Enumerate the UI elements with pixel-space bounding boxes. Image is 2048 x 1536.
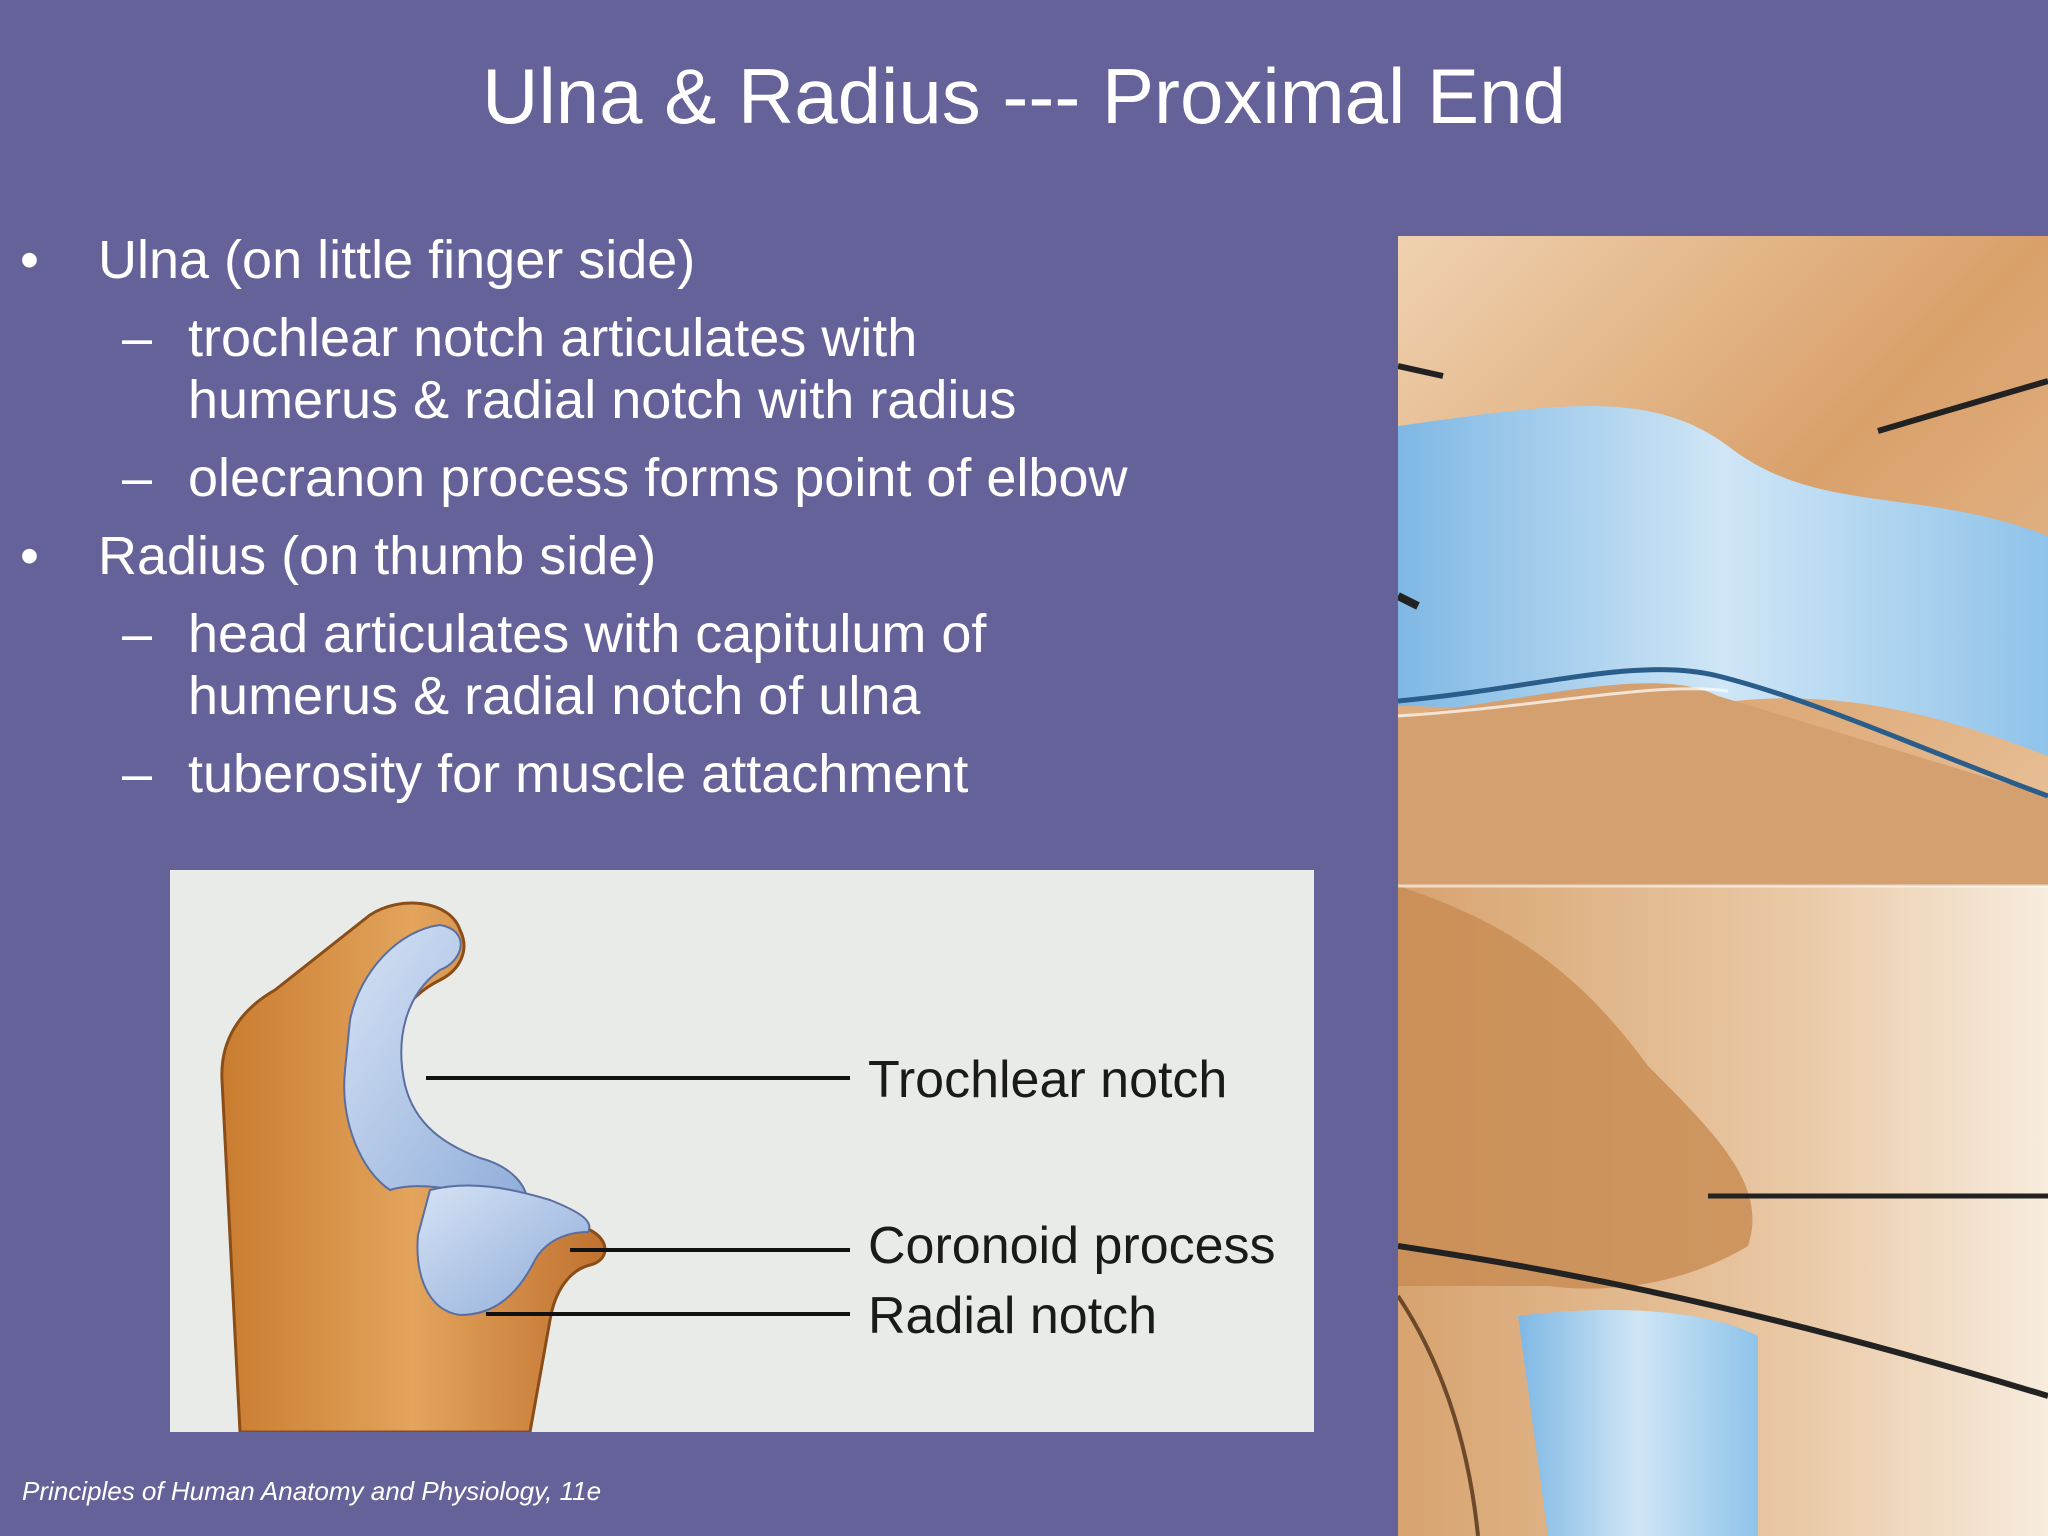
dash-mark: – [122,308,153,368]
dash-mark: – [122,448,153,508]
ulna-illustration [220,901,850,1432]
elbow-photo-art [1398,236,2048,1536]
radial-cartilage [416,1184,591,1317]
sub-bullet-text: trochlear notch articulates with [188,308,918,368]
dash-mark: – [122,604,153,664]
sub-bullet-text: humerus & radial notch of ulna [188,666,921,726]
bullet-mark: • [20,526,39,586]
sub-bullet-text: head articulates with capitulum of [188,604,987,664]
sub-bullet-text: olecranon process forms point of elbow [188,448,1128,508]
bullet-text: Radius (on thumb side) [98,526,657,586]
trochlear-notch-label: Trochlear notch [868,1051,1228,1109]
radial-notch-label: Radial notch [868,1287,1158,1345]
trochlear-cartilage [343,923,530,1212]
slide-title: Ulna & Radius --- Proximal End [482,52,1566,140]
source-credit: Principles of Human Anatomy and Physiolo… [22,1476,602,1506]
bullet-mark: • [20,230,39,290]
bullet-text: Ulna (on little finger side) [98,230,696,290]
ulna-diagram: Trochlear notch Coronoid process Radial … [170,870,1314,1432]
elbow-photo [1398,236,2048,1536]
dash-mark: – [122,744,153,804]
sub-bullet-text: humerus & radial notch with radius [188,370,1017,430]
sub-bullet-text: tuberosity for muscle attachment [188,744,969,804]
coronoid-process-label: Coronoid process [868,1217,1276,1275]
